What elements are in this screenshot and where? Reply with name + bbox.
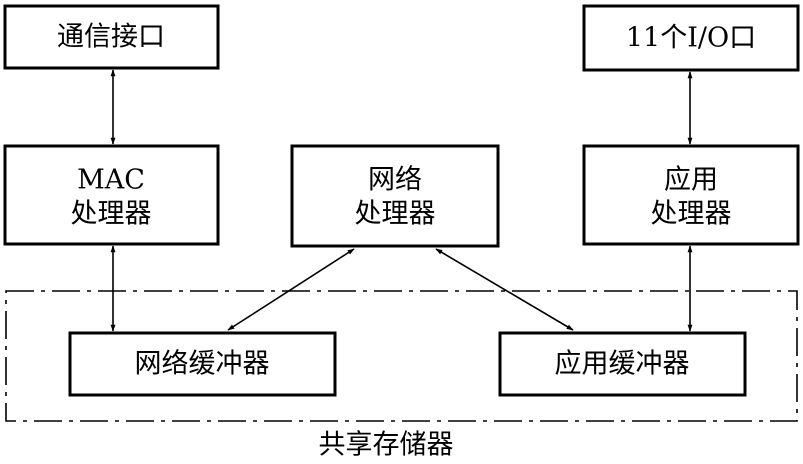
shared-memory-label: 共享存储器: [319, 430, 454, 461]
app-buffer-label: 应用缓冲器: [555, 349, 690, 380]
app-buffer-box: [498, 331, 747, 397]
mac-processor-box: [3, 144, 220, 246]
shared-memory-region: [5, 290, 798, 422]
network-buffer-box: [68, 331, 337, 397]
mac-label-line1: MAC: [77, 165, 145, 196]
comm-interface-box: [3, 4, 220, 70]
io-ports-label: 11个I/O口: [626, 23, 756, 54]
netproc-netbuf-arrow: [227, 248, 355, 331]
netproc-appbuf-arrow: [435, 248, 574, 331]
app-processor-box: [582, 144, 800, 246]
comm-interface-label: 通信接口: [57, 22, 165, 53]
mac-label-line2: 处理器: [71, 199, 152, 230]
network-processor-label-line1: 网络: [368, 165, 422, 196]
io-ports-box: [582, 4, 800, 72]
network-processor-box: [290, 144, 500, 248]
app-processor-label-line1: 应用: [664, 165, 718, 196]
network-buffer-label: 网络缓冲器: [135, 349, 270, 380]
network-processor-label-line2: 处理器: [355, 199, 436, 230]
app-processor-label-line2: 处理器: [651, 199, 732, 230]
